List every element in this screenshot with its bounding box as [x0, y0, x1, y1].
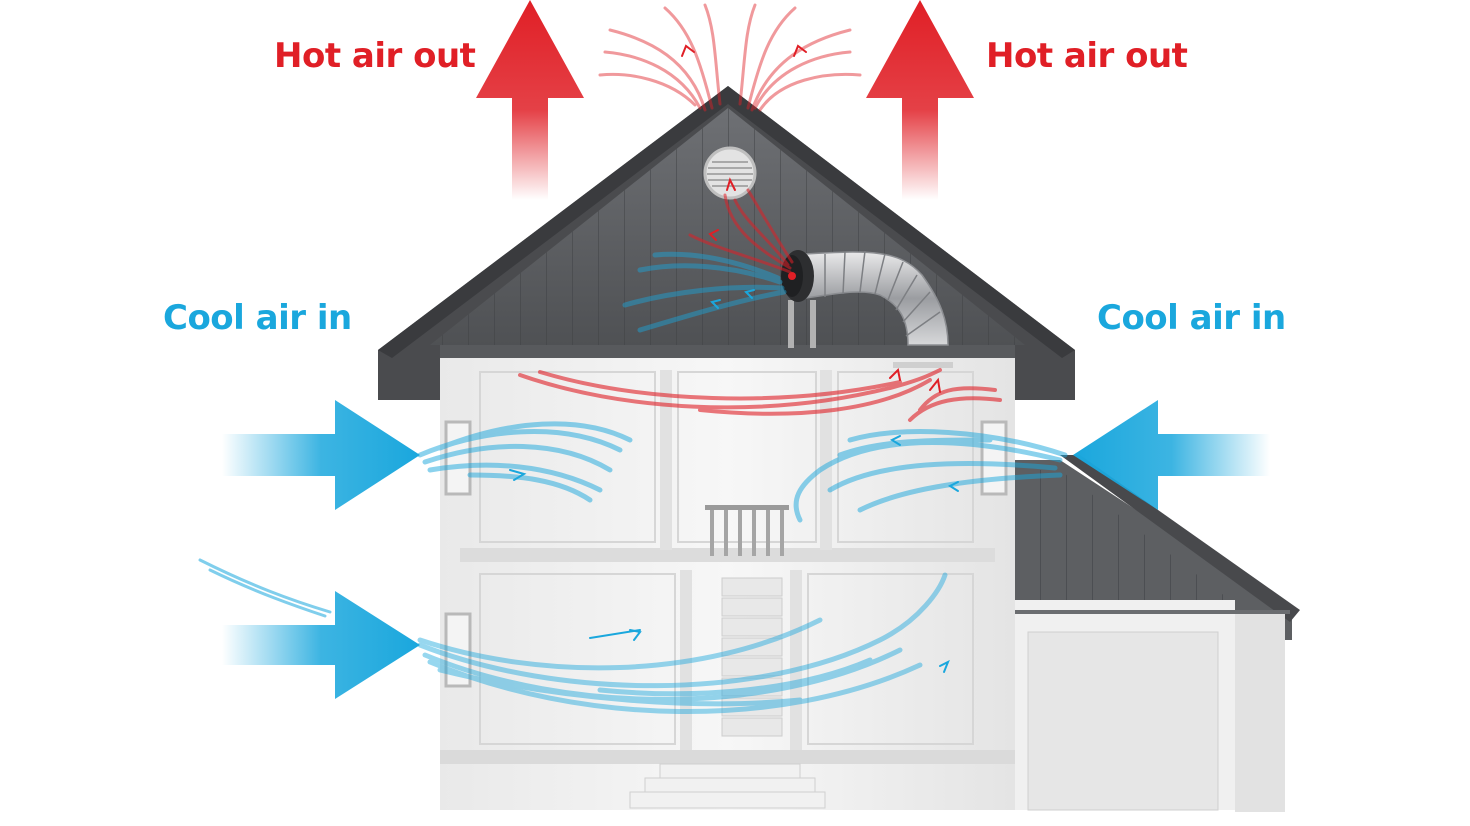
attic-fan-icon — [781, 250, 949, 348]
hot-air-flow — [518, 3, 1002, 422]
roof — [378, 86, 1075, 400]
right-arrow-icon — [222, 400, 420, 510]
right-arrow-icon — [222, 591, 420, 699]
flow-arrow-heads — [509, 44, 959, 673]
left-arrow-icon — [1073, 400, 1270, 510]
cool-air-flow — [198, 251, 1068, 715]
up-arrow-icon — [476, 0, 584, 200]
up-arrow-icon — [866, 0, 974, 200]
cool-air-in-label-right: Cool air in — [1097, 298, 1286, 338]
hot-air-out-label-right: Hot air out — [986, 36, 1188, 76]
cool-air-in-label-left: Cool air in — [163, 298, 352, 338]
hot-air-out-label-left: Hot air out — [274, 36, 476, 76]
garage — [1015, 455, 1300, 812]
